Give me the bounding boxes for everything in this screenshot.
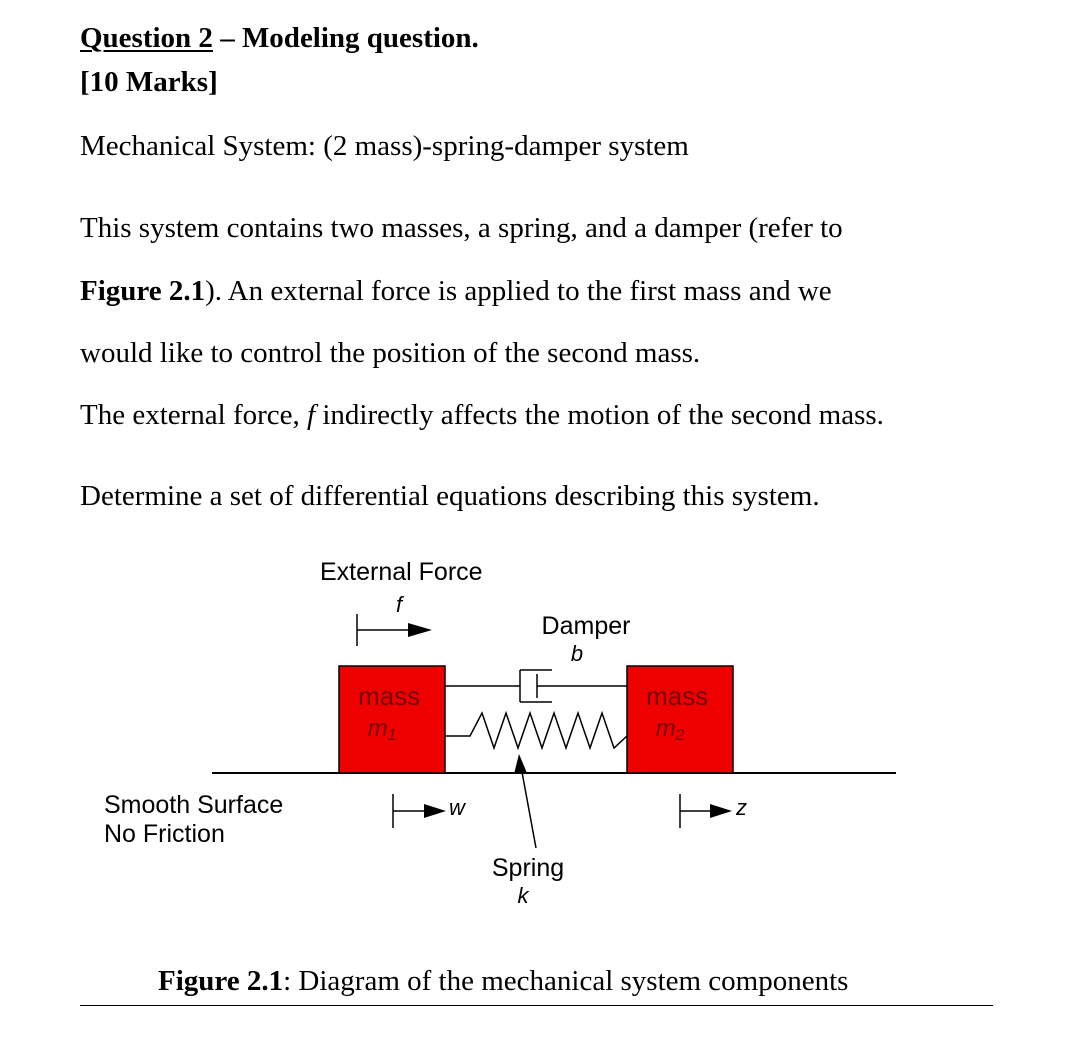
mass1-symbol-m: m <box>368 715 388 742</box>
w-symbol: w <box>449 795 467 820</box>
spring-pointer-arrow <box>514 754 537 849</box>
question-heading: Question 2 – Modeling question. <box>80 24 479 53</box>
figure-caption: Figure 2.1: Diagram of the mechanical sy… <box>158 967 848 996</box>
mass2-symbol: m2 <box>656 715 685 744</box>
mass1-block <box>338 665 446 774</box>
damper <box>445 669 627 703</box>
mass1-label: mass <box>358 681 420 711</box>
paragraph1-line3: would like to control the position of th… <box>80 337 701 369</box>
figure-reference: Figure 2.1 <box>80 275 206 307</box>
spring-label: Spring <box>492 854 564 882</box>
caption-figure-ref: Figure 2.1 <box>158 965 284 997</box>
mass2-symbol-m: m <box>656 715 676 742</box>
z-displacement-arrow <box>679 794 732 828</box>
mass1-subscript: 1 <box>388 727 397 744</box>
surface-label-line2: No Friction <box>104 820 225 848</box>
damper-label: Damper <box>542 612 631 640</box>
paragraph1-line1: This system contains two masses, a sprin… <box>80 212 843 244</box>
mass2-label: mass <box>646 681 708 711</box>
mass1-symbol: m1 <box>368 715 397 744</box>
task-statement: Determine a set of differential equation… <box>80 480 820 512</box>
paragraph1-line2-text: ). An external force is applied to the f… <box>205 275 832 307</box>
paragraph1-line2: Figure 2.1). An external force is applie… <box>80 277 832 306</box>
z-symbol: z <box>735 795 747 820</box>
mass2-subscript: 2 <box>675 727 685 744</box>
force-arrow <box>356 614 432 646</box>
paragraph2-suffix: indirectly affects the motion of the sec… <box>315 399 884 431</box>
caption-text: : Diagram of the mechanical system compo… <box>283 965 849 997</box>
w-displacement-arrow <box>392 794 446 828</box>
question-label: Question 2 <box>80 22 213 54</box>
force-symbol-text: f <box>307 399 316 431</box>
mass2-block <box>626 665 734 774</box>
paragraph2-prefix: The external force, <box>80 399 308 431</box>
damper-symbol: b <box>571 641 583 666</box>
subtitle: Mechanical System: (2 mass)-spring-dampe… <box>80 130 689 162</box>
external-force-label: External Force <box>320 558 483 586</box>
spring <box>445 710 628 751</box>
marks-label: [10 Marks] <box>80 66 218 98</box>
paragraph2: The external force, f indirectly affects… <box>80 401 884 430</box>
question-title: – Modeling question. <box>212 22 479 54</box>
bottom-rule <box>80 1005 993 1006</box>
force-symbol: f <box>396 592 405 617</box>
surface-label-line1: Smooth Surface <box>104 791 283 819</box>
spring-symbol: k <box>518 883 530 908</box>
